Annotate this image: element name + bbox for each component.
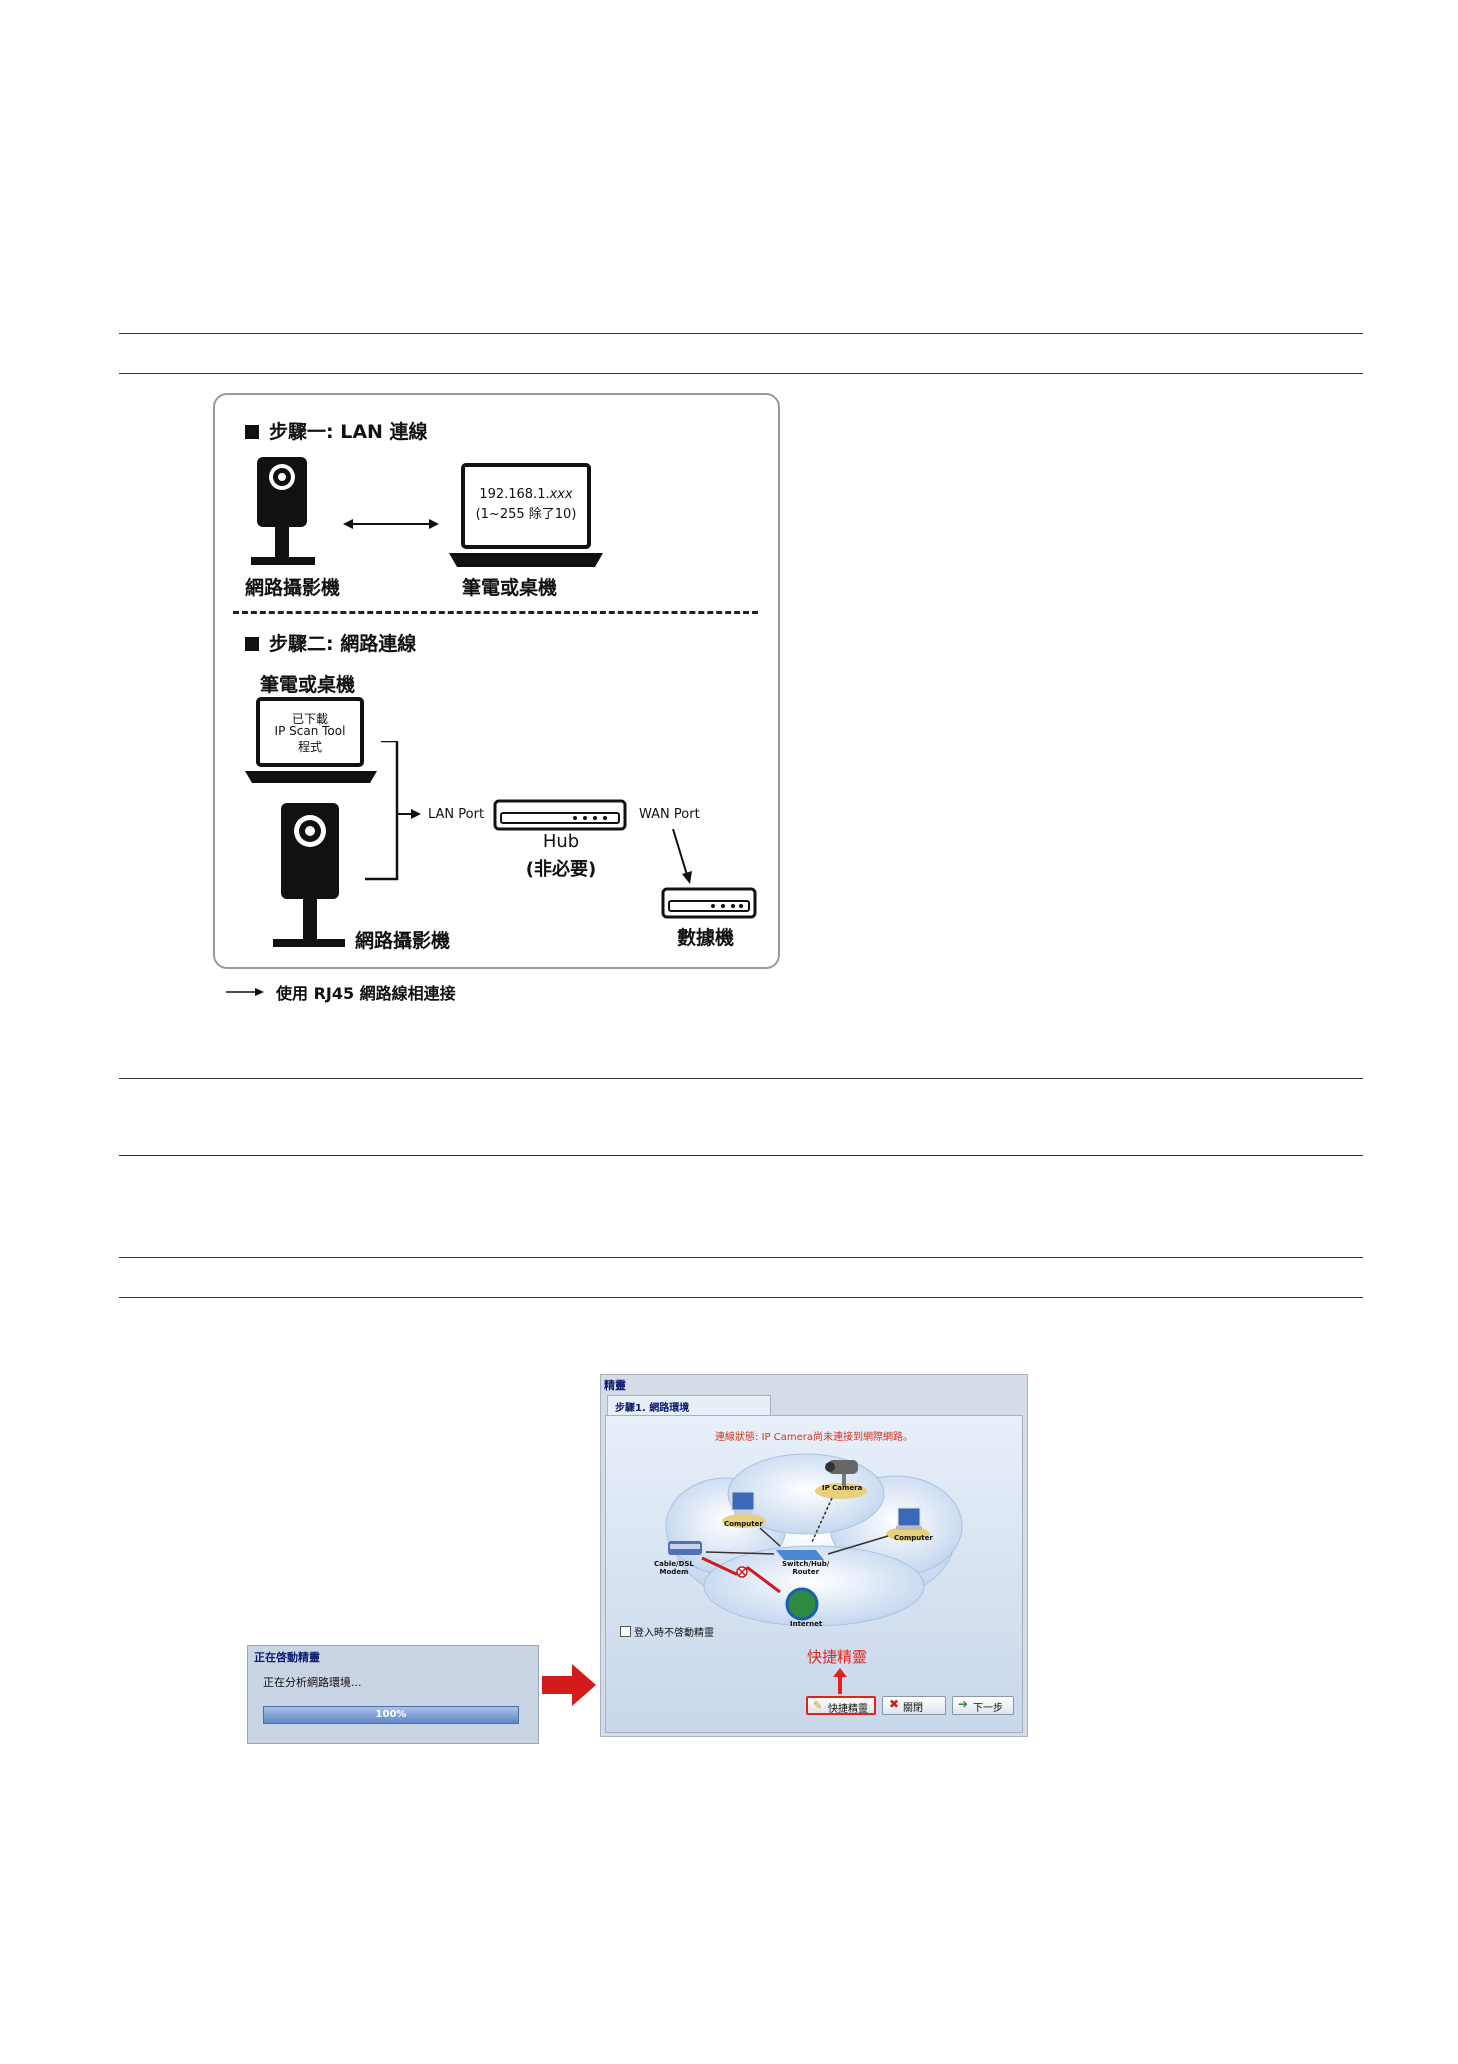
- connection-lines: [365, 741, 421, 881]
- laptop-screen-line: IP Scan Tool: [274, 724, 346, 738]
- next-button[interactable]: ➜ 下一步: [952, 1696, 1014, 1715]
- dialog-title: 正在啓動精靈: [254, 1651, 320, 1664]
- divider-rule: [119, 373, 1363, 374]
- laptop-ip-range: (1~255 除了10): [475, 507, 577, 522]
- modem-icon: [661, 887, 757, 919]
- connection-status: 連線狀態: IP Camera尚未連接到網際網路。: [715, 1432, 913, 1443]
- divider-rule: [119, 1155, 1363, 1156]
- hub-label: Hub: [542, 831, 580, 852]
- ip-camera-icon: [273, 803, 345, 947]
- loading-dialog: 正在啓動精靈 正在分析網路環境... 100%: [247, 1645, 539, 1744]
- laptop-icon: [449, 463, 603, 567]
- legend-text: 使用 RJ45 網路線相連接: [276, 984, 456, 1003]
- camera-label: 網路攝影機: [355, 930, 451, 952]
- node-internet: Internet: [790, 1620, 823, 1628]
- divider-rule: [119, 1078, 1363, 1079]
- red-arrow-icon: [542, 1664, 596, 1706]
- network-cloud-icon: [665, 1453, 963, 1627]
- laptop-icon: [245, 697, 377, 783]
- legend-arrow-icon: [226, 988, 264, 996]
- divider-rule: [119, 1257, 1363, 1258]
- node-switch: Switch/Hub/Router: [782, 1560, 830, 1576]
- hub-optional-note: (非必要): [525, 859, 597, 880]
- progress-bar: 100%: [263, 1706, 519, 1724]
- progress-text: 100%: [375, 1709, 407, 1720]
- startup-checkbox[interactable]: [620, 1626, 631, 1637]
- divider-rule: [119, 333, 1363, 334]
- section-divider: [233, 611, 758, 614]
- square-bullet-icon: [245, 637, 259, 651]
- lan-port-label: LAN Port: [428, 807, 485, 822]
- annotation-arrow-icon: [833, 1668, 847, 1694]
- divider-rule: [119, 1297, 1363, 1298]
- node-computer-left: Computer: [724, 1520, 763, 1528]
- loading-message: 正在分析網路環境...: [263, 1676, 362, 1689]
- wan-port-label: WAN Port: [639, 807, 700, 822]
- step2-title: 步驟二: 網路連線: [245, 629, 416, 656]
- laptop-label: 筆電或桌機: [462, 577, 558, 599]
- startup-checkbox-label: 登入時不啓動精靈: [634, 1628, 714, 1639]
- laptop-ip-address: 192.168.1.xxx: [479, 487, 573, 502]
- laptop-label: 筆電或桌機: [260, 674, 356, 696]
- quick-wizard-button[interactable]: ✎ 快捷精靈: [806, 1696, 876, 1715]
- wizard-window: 精靈 步驟1. 網路環境 連線狀態: IP Camera尚未連接到網際網路。: [600, 1374, 1028, 1737]
- wizard-panel: 連線狀態: IP Camera尚未連接到網際網路。: [605, 1415, 1023, 1733]
- laptop-screen-line: 程式: [297, 740, 322, 754]
- arrow-to-modem: [672, 828, 692, 884]
- node-computer-right: Computer: [894, 1534, 933, 1542]
- modem-label: 數據機: [677, 927, 735, 949]
- close-icon: ✖: [889, 1697, 900, 1711]
- next-arrow-icon: ➜: [958, 1697, 969, 1711]
- magic-wand-icon: ✎: [813, 1699, 823, 1712]
- square-bullet-icon: [245, 425, 259, 439]
- progress-fill: [264, 1707, 518, 1723]
- wizard-title: 精靈: [604, 1379, 626, 1392]
- ip-camera-icon: [251, 457, 315, 565]
- connection-diagram: 步驟一: LAN 連線 192.168.1.xxx (1~255 除了10) 網…: [213, 393, 780, 969]
- quick-wizard-annotation: 快捷精靈: [807, 1648, 868, 1666]
- camera-label: 網路攝影機: [245, 577, 341, 599]
- step1-title: 步驟一: LAN 連線: [245, 417, 428, 444]
- hub-icon: [493, 799, 627, 831]
- double-arrow-icon: [343, 519, 439, 529]
- node-ip-camera: IP Camera: [822, 1484, 863, 1492]
- tab-network-environment[interactable]: 步驟1. 網路環境: [607, 1395, 771, 1415]
- close-button[interactable]: ✖ 關閉: [882, 1696, 946, 1715]
- laptop-screen-line: 已下載: [291, 712, 328, 726]
